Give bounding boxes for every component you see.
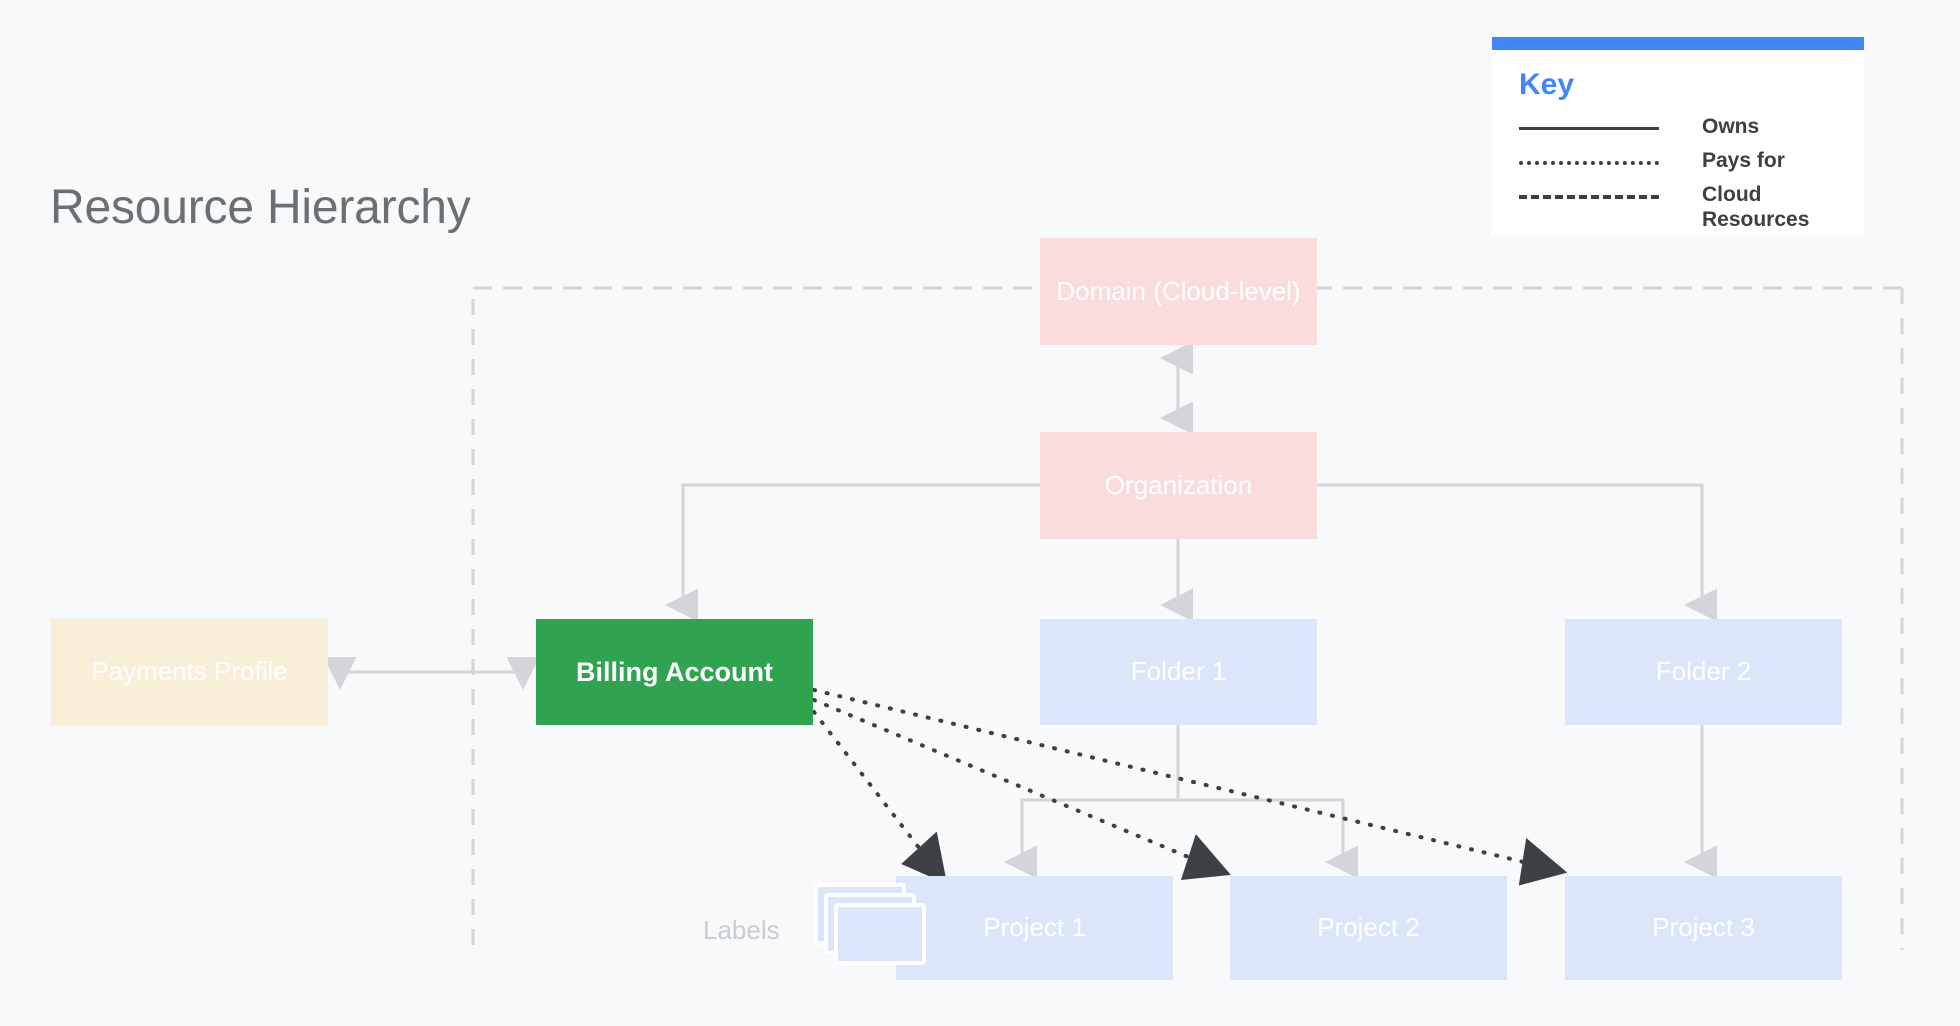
- legend-accent-bar: [1492, 37, 1864, 50]
- node-project-1-label: Project 1: [983, 912, 1086, 943]
- legend-key-panel: Key Owns Pays for Cloud Resources: [1492, 37, 1864, 235]
- node-project-2[interactable]: Project 2: [1230, 876, 1507, 980]
- legend-row-owns: Owns: [1492, 111, 1864, 147]
- node-folder-1-label: Folder 1: [1130, 656, 1227, 687]
- node-organization[interactable]: Organization: [1040, 432, 1317, 539]
- node-domain-label: Domain (Cloud-level): [1056, 275, 1301, 306]
- node-domain[interactable]: Domain (Cloud-level): [1040, 238, 1317, 345]
- legend-label-cloud-resources: Cloud Resources: [1702, 183, 1810, 231]
- dotted-line-icon: [1519, 161, 1659, 165]
- node-organization-label: Organization: [1104, 469, 1253, 500]
- node-folder-1[interactable]: Folder 1: [1040, 619, 1317, 725]
- node-payments-profile-label: Payments Profile: [91, 656, 288, 687]
- node-folder-2[interactable]: Folder 2: [1565, 619, 1842, 725]
- node-project-2-label: Project 2: [1317, 912, 1420, 943]
- legend-title: Key: [1519, 68, 1575, 101]
- node-project-1[interactable]: Project 1: [896, 876, 1173, 980]
- solid-line-icon: [1519, 127, 1659, 130]
- connector-organization-billing: [665, 483, 1040, 622]
- labels-group-text: Labels: [703, 915, 780, 945]
- legend-row-pays-for: Pays for: [1492, 145, 1864, 181]
- legend-label-owns: Owns: [1702, 115, 1760, 138]
- connector-folder1-projects: [1004, 724, 1358, 879]
- node-billing-account[interactable]: Billing Account: [536, 619, 813, 725]
- legend-row-cloud-resources: Cloud Resources: [1492, 179, 1864, 231]
- page-title: Resource Hierarchy: [50, 181, 471, 234]
- label-card-front: [834, 903, 926, 965]
- dashed-line-icon: [1519, 195, 1659, 199]
- node-folder-2-label: Folder 2: [1655, 656, 1752, 687]
- node-billing-account-label: Billing Account: [576, 656, 773, 687]
- node-project-3-label: Project 3: [1652, 912, 1755, 943]
- node-payments-profile[interactable]: Payments Profile: [51, 619, 328, 725]
- stacked-cards-icon: [814, 883, 934, 973]
- legend-label-pays-for: Pays for: [1702, 149, 1785, 172]
- node-project-3[interactable]: Project 3: [1565, 876, 1842, 980]
- connector-organization-folder2: [1317, 483, 1717, 622]
